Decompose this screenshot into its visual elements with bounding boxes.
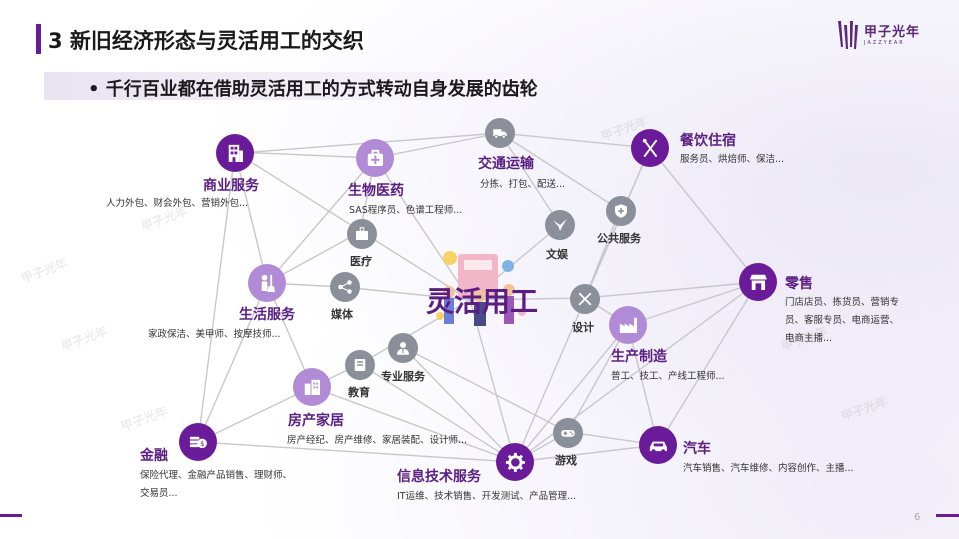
user-tie-icon xyxy=(397,342,409,355)
realestate-label: 房产家居 xyxy=(288,413,344,429)
public-node xyxy=(606,196,636,226)
hospital-icon xyxy=(356,227,368,240)
title-accent-bar xyxy=(36,24,41,54)
gaming-node xyxy=(553,418,583,448)
page-title: 3 新旧经济形态与灵活用工的交织 xyxy=(48,29,364,53)
professional-node xyxy=(388,333,418,363)
biomed-desc: SAS程序员、色谱工程师... xyxy=(349,205,463,216)
finance-desc-1: 保险代理、金融产品销售、理财师、 xyxy=(140,470,293,481)
houses-icon xyxy=(304,379,320,395)
brand-logo: 甲子光年 JAZZYEAR xyxy=(838,21,938,51)
logistics-node xyxy=(485,118,515,148)
design-node xyxy=(570,284,600,314)
medkit-icon xyxy=(367,149,383,166)
design-label: 设计 xyxy=(572,321,594,334)
subtitle: • 千行百业都在借助灵活用工的方式转动自身发展的齿轮 xyxy=(88,75,538,101)
catering-label: 餐饮住宿 xyxy=(680,133,736,149)
auto-node xyxy=(639,426,677,464)
gamepad-icon xyxy=(561,430,575,437)
biomed-node xyxy=(356,139,394,177)
media-label: 媒体 xyxy=(331,308,353,321)
people-illustration xyxy=(436,251,526,326)
retail-label: 零售 xyxy=(785,276,813,292)
it-label: 信息技术服务 xyxy=(397,469,481,485)
page-number: 6 xyxy=(914,512,921,523)
education-node xyxy=(345,350,375,380)
medical-label: 医疗 xyxy=(350,255,372,268)
logistics-desc: 分拣、打包、配送... xyxy=(480,179,566,190)
footer-accent-left xyxy=(0,514,22,517)
entertainment-node xyxy=(545,210,575,240)
media-node xyxy=(330,272,360,302)
factory-icon xyxy=(619,317,637,333)
biomed-label: 生物医药 xyxy=(348,183,404,199)
car-icon xyxy=(649,441,667,453)
svg-text:$: $ xyxy=(200,440,204,448)
share-icon xyxy=(338,280,352,294)
catering-node xyxy=(631,129,669,167)
retail-desc-3: 电商主播... xyxy=(785,333,833,344)
auto-label: 汽车 xyxy=(683,441,711,457)
realestate-desc: 房产经纪、房产维修、家居装配、设计师... xyxy=(287,435,468,446)
logo-subtext: JAZZYEAR xyxy=(864,40,905,46)
bullet: • xyxy=(88,79,106,100)
it-desc: IT运维、技术销售、开发测试、产品管理... xyxy=(397,491,577,502)
coins-icon: $ xyxy=(189,436,207,448)
logo-mark-icon xyxy=(838,21,858,49)
pencil-ruler-icon xyxy=(578,292,592,306)
building-icon xyxy=(228,144,243,162)
book-icon xyxy=(354,359,366,371)
manufacturing-desc: 普工、技工、产线工程师... xyxy=(611,371,725,382)
footer-accent-right xyxy=(936,514,959,517)
shield-icon xyxy=(615,204,627,218)
logo-text: 甲子光年 xyxy=(864,25,921,40)
education-label: 教育 xyxy=(348,386,370,399)
finance-node: $ xyxy=(179,423,217,461)
commerce-label: 商业服务 xyxy=(203,178,259,194)
medical-node xyxy=(347,219,377,249)
finance-label: 金融 xyxy=(140,448,168,464)
subtitle-band xyxy=(44,72,634,100)
auto-desc: 汽车销售、汽车维修、内容创作、主播... xyxy=(683,463,854,474)
subtitle-text: 千行百业都在借助灵活用工的方式转动自身发展的齿轮 xyxy=(105,79,538,100)
commerce-desc: 人力外包、财会外包、营销外包... xyxy=(106,198,249,209)
store-icon xyxy=(749,274,767,290)
center-label: 灵活用工 xyxy=(426,285,539,318)
manufacturing-node xyxy=(609,306,647,344)
retail-desc-2: 员、客服专员、电商运营、 xyxy=(785,315,900,326)
it-node xyxy=(496,443,534,481)
retail-node xyxy=(739,263,777,301)
realestate-node xyxy=(293,368,331,406)
gear-icon xyxy=(505,452,525,472)
life-node xyxy=(248,264,286,302)
manufacturing-label: 生产制造 xyxy=(611,349,667,365)
cleaning-icon xyxy=(261,274,275,292)
utensils-icon xyxy=(642,138,657,157)
gaming-label: 游戏 xyxy=(555,454,577,467)
entertainment-label: 文娱 xyxy=(546,248,568,261)
bird-icon xyxy=(553,219,567,231)
commerce-node xyxy=(216,134,254,172)
truck-icon xyxy=(493,129,507,139)
logistics-label: 交通运输 xyxy=(478,156,534,172)
public-label: 公共服务 xyxy=(597,232,641,245)
professional-label: 专业服务 xyxy=(381,370,425,383)
finance-desc-2: 交易员... xyxy=(140,488,178,499)
catering-desc: 服务员、烘焙师、保洁... xyxy=(680,154,785,165)
retail-desc-1: 门店店员、拣货员、营销专 xyxy=(785,297,900,308)
life-label: 生活服务 xyxy=(239,307,295,323)
life-desc: 家政保洁、美甲师、按摩技师... xyxy=(148,329,281,340)
